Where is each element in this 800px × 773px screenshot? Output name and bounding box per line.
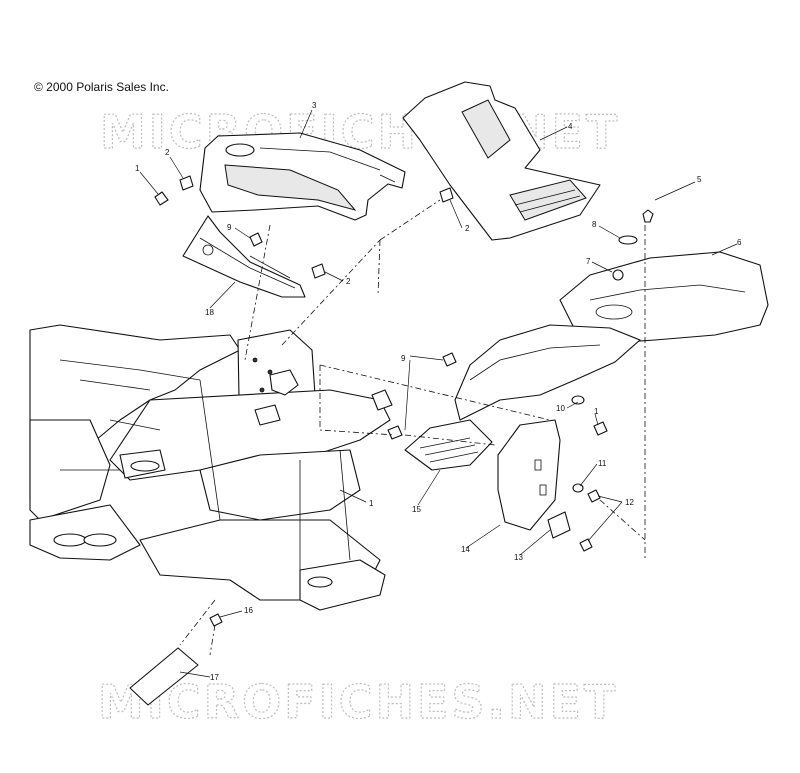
grommet-8	[618, 235, 638, 245]
screw-12a	[587, 489, 601, 503]
washer-10	[571, 395, 585, 405]
copyright-notice: © 2000 Polaris Sales Inc.	[34, 80, 169, 94]
leader-lines	[139, 109, 738, 678]
push-rivet-16	[209, 613, 223, 627]
callout-9: 9	[227, 223, 232, 232]
callout-5: 5	[697, 175, 702, 184]
callout-2: 2	[465, 224, 470, 233]
screw-1b	[593, 421, 608, 436]
callout-7: 7	[586, 257, 591, 266]
screw-1a	[154, 191, 169, 206]
callout-17: 17	[210, 673, 219, 682]
callout-1: 1	[369, 499, 374, 508]
assembly-lines	[179, 199, 646, 656]
watermark-bottom: MICROFICHES.NET	[98, 675, 618, 729]
screw-9a	[249, 232, 263, 247]
part-6-rear-fender	[559, 251, 769, 343]
callout-11: 11	[598, 459, 607, 468]
part-3-front-cab	[199, 132, 406, 221]
callout-10: 10	[556, 404, 565, 413]
part-4-rear-cover	[402, 81, 601, 241]
fastener-5	[642, 209, 654, 223]
callout-9: 9	[401, 354, 406, 363]
part-17-skid-plate	[129, 647, 199, 706]
screw-9c	[387, 425, 403, 440]
callout-16: 16	[244, 606, 253, 615]
clip-2a	[179, 175, 194, 191]
callout-1: 1	[594, 407, 599, 416]
callout-18: 18	[205, 308, 214, 317]
callout-12: 12	[625, 498, 634, 507]
nut-11	[572, 483, 584, 493]
part-13-bracket	[547, 511, 571, 539]
callout-1: 1	[135, 164, 140, 173]
part-18-lower-panel	[182, 215, 306, 298]
clip-2c	[311, 263, 326, 279]
callout-6: 6	[737, 238, 742, 247]
callout-3: 3	[312, 101, 317, 110]
hardware	[154, 175, 654, 627]
callout-14: 14	[461, 545, 470, 554]
callout-8: 8	[592, 220, 597, 229]
part-14-mud-flap	[497, 419, 561, 531]
nut-12b	[579, 538, 593, 552]
callout-4: 4	[568, 122, 573, 131]
front-fender	[454, 324, 641, 421]
clip-2b	[439, 187, 454, 203]
screw-9b	[442, 352, 457, 367]
callout-2: 2	[165, 148, 170, 157]
plug-7	[612, 269, 624, 281]
callout-labels: 1 2 3 4 5 6 7 8 9 2 2 18 9 10 1 1 11 12 …	[135, 101, 742, 682]
part-15-footrest	[404, 419, 493, 471]
callout-15: 15	[412, 505, 421, 514]
callout-13: 13	[514, 553, 523, 562]
frame-chassis	[29, 324, 393, 611]
callout-2: 2	[346, 277, 351, 286]
